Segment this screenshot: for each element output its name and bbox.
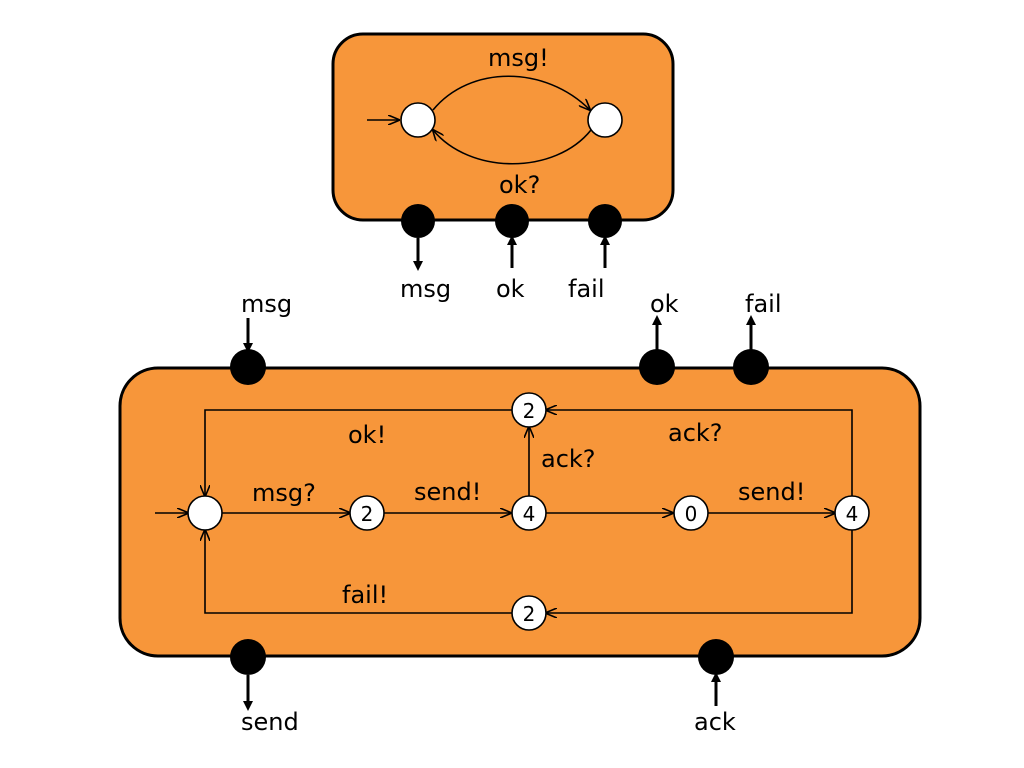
bottom-port-msg [230, 349, 266, 385]
bottom-port-label-msg: msg [241, 290, 292, 318]
top-state-wait [587, 102, 623, 138]
top-label-msg: msg! [488, 44, 549, 72]
top-port-label-msg: msg [400, 275, 451, 303]
state-0-value: 0 [685, 502, 698, 526]
state-2-bottom: 2 [511, 595, 547, 631]
label-ok: ok! [348, 421, 386, 449]
label-send-1: send! [414, 478, 481, 506]
state-0: 0 [673, 495, 709, 531]
state-2a: 2 [349, 495, 385, 531]
state-4b: 4 [834, 495, 870, 531]
state-2a-value: 2 [361, 502, 374, 526]
bottom-port-ack [698, 639, 734, 675]
label-ack-top: ack? [668, 419, 723, 447]
top-port-msg [401, 204, 435, 238]
edge-ack-top [546, 410, 853, 496]
state-4b-value: 4 [846, 502, 859, 526]
bottom-port-send [230, 639, 266, 675]
top-port-label-fail: fail [568, 275, 605, 303]
state-2-bottom-value: 2 [523, 602, 536, 626]
state-4a-value: 4 [523, 502, 536, 526]
label-ack-mid: ack? [541, 445, 596, 473]
state-idle [187, 495, 223, 531]
top-edge-msg [432, 75, 590, 110]
state-2-top: 2 [511, 392, 547, 428]
bottom-port-label-ack: ack [694, 708, 736, 736]
edge-ok [205, 409, 512, 496]
state-2-top-value: 2 [523, 399, 536, 423]
bottom-port-fail [733, 349, 769, 385]
bottom-port-ok [639, 349, 675, 385]
top-edge-ok [433, 130, 592, 165]
top-label-ok: ok? [499, 171, 540, 199]
state-4a: 4 [511, 495, 547, 531]
label-msg: msg? [252, 479, 316, 507]
top-component: msg! ok? msg ok fail [331, 32, 675, 303]
top-port-fail [588, 204, 622, 238]
edge-retry-exhausted [546, 530, 853, 613]
edge-fail [205, 530, 512, 614]
bottom-component: msg ok fail send ack 2 [118, 290, 922, 736]
bottom-port-label-ok: ok [650, 290, 679, 318]
label-send-2: send! [738, 478, 805, 506]
bottom-port-label-fail: fail [745, 290, 782, 318]
top-state-initial [400, 102, 436, 138]
top-port-ok [495, 204, 529, 238]
bottom-port-label-send: send [241, 708, 299, 736]
label-fail: fail! [342, 581, 388, 609]
top-port-label-ok: ok [496, 275, 525, 303]
